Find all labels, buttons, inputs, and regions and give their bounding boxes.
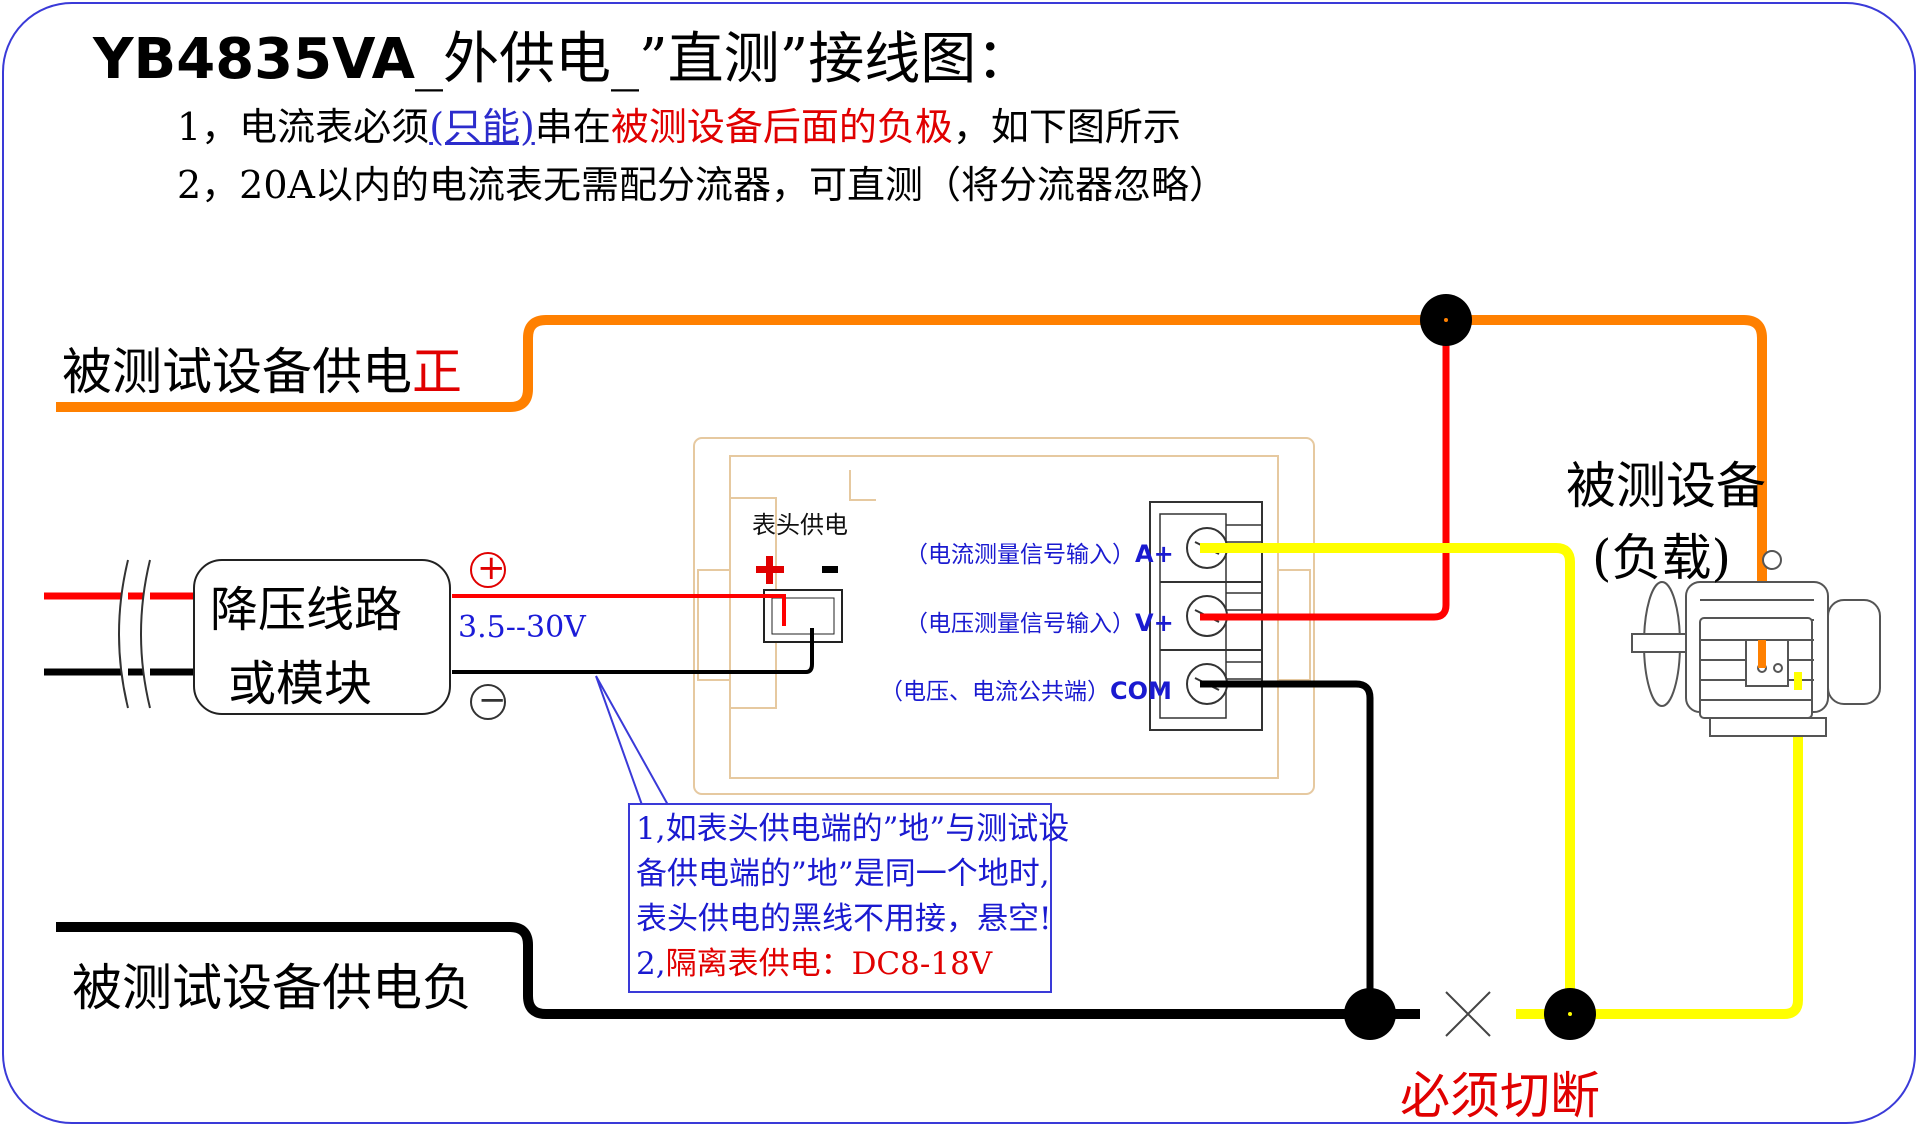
junction-negative xyxy=(1344,988,1396,1040)
callout-line-3: 表头供电的黑线不用接，悬空! xyxy=(636,901,1052,937)
minus-sign: − xyxy=(478,680,507,720)
voltage-range-label: 3.5--30V xyxy=(458,610,586,645)
plus-sign: + xyxy=(477,548,506,588)
callout-line-4: 2,隔离表供电：DC8-18V xyxy=(636,946,993,982)
buck-module-label-line1: 降压线路 xyxy=(210,582,403,638)
meter-power-red-wire xyxy=(452,594,786,626)
load-motor-icon xyxy=(1631,550,1881,737)
red-wire-v-plus xyxy=(1200,320,1450,621)
callout-pointer xyxy=(595,675,669,806)
note-line-1: 1，电流表必须(只能)串在被测设备后面的负极，如下图所示 xyxy=(177,105,1181,149)
minus-circle-icon xyxy=(470,684,506,720)
terminal-v-plus-label: （电压测量信号输入）V+ xyxy=(905,609,1174,637)
callout-line-1: 1,如表头供电端的”地”与测试设 xyxy=(636,811,1070,847)
buck-module xyxy=(44,559,451,715)
terminal-com-label: （电压、电流公共端）COM xyxy=(880,677,1172,705)
meter-power-label: 表头供电 xyxy=(752,511,848,539)
load-label: (负载) xyxy=(1592,529,1732,587)
plus-circle-icon xyxy=(470,552,506,588)
terminal-a-plus-label: （电流测量信号输入）A+ xyxy=(905,540,1174,568)
device-under-test-label: 被测设备 xyxy=(1566,457,1766,515)
meter-power-sign-marks xyxy=(756,556,838,584)
meter-power-connector xyxy=(763,589,843,643)
must-cut-label: 必须切断 xyxy=(1400,1067,1600,1125)
callout-note: 1,如表头供电端的”地”与测试设 备供电端的”地”是同一个地时, 表头供电的黑线… xyxy=(628,803,1070,993)
meter-power-black-wire xyxy=(452,628,814,674)
cut-mark-icon xyxy=(1445,991,1491,1037)
yellow-wire-a-plus xyxy=(1200,543,1803,1019)
supply-positive-wire xyxy=(56,315,1767,672)
supply-negative-wire xyxy=(56,922,1420,1019)
callout-line-2: 备供电端的”地”是同一个地时, xyxy=(636,856,1050,892)
supply-negative-label: 被测试设备供电负 xyxy=(72,959,472,1017)
black-wire-com xyxy=(1200,680,1374,1014)
page-title: YB4835VA_外供电_”直测”接线图： xyxy=(93,27,1033,92)
supply-positive-label: 被测试设备供电正 xyxy=(62,343,462,401)
note-line-2: 2，20A以内的电流表无需配分流器，可直测（将分流器忽略） xyxy=(177,163,1227,207)
buck-module-label-line2: 或模块 xyxy=(228,656,373,712)
